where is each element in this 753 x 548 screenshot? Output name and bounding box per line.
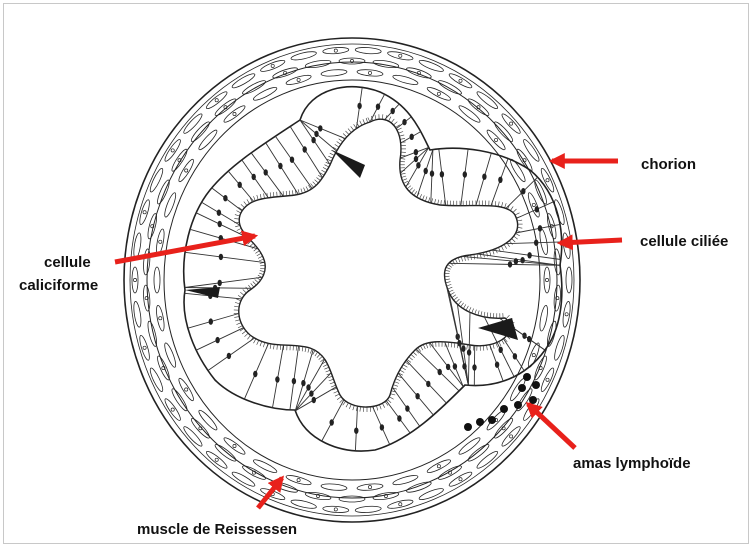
label-muscle-reissessen: muscle de Reissessen (137, 521, 297, 539)
cell-nucleus (446, 364, 450, 370)
label-cellule-caliciforme-line2: caliciforme (19, 277, 98, 295)
cell-nucleus (252, 174, 256, 180)
cell-nucleus (309, 390, 313, 396)
cell-nucleus (218, 280, 222, 286)
cell-nucleus (467, 349, 471, 355)
cell-nucleus (438, 369, 442, 375)
cell-nucleus (318, 125, 322, 131)
cell-nucleus (218, 221, 222, 227)
cell-nucleus (462, 363, 466, 369)
cell-nucleus (535, 206, 539, 212)
cell-nucleus (215, 337, 219, 343)
cell-nucleus (311, 137, 315, 143)
cell-nucleus (314, 131, 318, 137)
cell-nucleus (410, 134, 414, 140)
cell-nucleus (426, 381, 430, 387)
cell-nucleus (424, 168, 428, 174)
cell-nucleus (498, 177, 502, 183)
cell-nucleus (223, 195, 227, 201)
cell-nucleus (538, 225, 542, 231)
cell-nucleus (376, 104, 380, 110)
cell-nucleus (227, 353, 231, 359)
cell-nucleus (527, 252, 531, 258)
cell-nucleus (219, 254, 223, 260)
cell-nucleus (354, 428, 358, 434)
cell-nucleus (534, 240, 538, 246)
cell-nucleus (264, 169, 268, 175)
cell-nucleus (209, 318, 213, 324)
cell-nucleus (275, 376, 279, 382)
cell-nucleus (457, 340, 461, 346)
cell-nucleus (306, 384, 310, 390)
cell-nucleus (357, 103, 361, 109)
cell-nucleus (405, 405, 409, 411)
cell-nucleus (499, 347, 503, 353)
cell-nucleus (508, 261, 512, 267)
cell-nucleus (521, 188, 525, 194)
cell-nucleus (495, 362, 499, 368)
arrow-cellule-ciliee (560, 240, 622, 243)
cell-nucleus (463, 171, 467, 177)
cell-nucleus (253, 371, 257, 377)
label-cellule-caliciforme-line1: cellule (44, 254, 91, 272)
cell-nucleus (301, 380, 305, 386)
cell-nucleus (461, 346, 465, 352)
cell-nucleus (402, 119, 406, 125)
cell-nucleus (513, 353, 517, 359)
cell-nucleus (292, 378, 296, 384)
cell-nucleus (453, 363, 457, 369)
cell-nucleus (414, 149, 418, 155)
cell-nucleus (514, 258, 518, 264)
label-chorion: chorion (641, 156, 696, 174)
cell-nucleus (414, 156, 418, 162)
cell-nucleus (440, 171, 444, 177)
cell-nucleus (238, 182, 242, 188)
cell-nucleus (278, 163, 282, 169)
cell-nucleus (527, 336, 531, 342)
cell-nucleus (482, 174, 486, 180)
cell-nucleus (303, 146, 307, 152)
cell-nucleus (416, 162, 420, 168)
cell-nucleus (472, 364, 476, 370)
cell-nucleus (217, 210, 221, 216)
cell-nucleus (380, 424, 384, 430)
cell-nucleus (415, 393, 419, 399)
cell-nucleus (397, 415, 401, 421)
label-amas-lymphoide: amas lymphoïde (573, 455, 691, 473)
cell-nucleus (290, 157, 294, 163)
cell-nucleus (312, 397, 316, 403)
cell-nucleus (330, 419, 334, 425)
label-cellule-ciliee: cellule ciliée (640, 233, 728, 251)
cell-nucleus (391, 108, 395, 114)
cell-nucleus (430, 170, 434, 176)
